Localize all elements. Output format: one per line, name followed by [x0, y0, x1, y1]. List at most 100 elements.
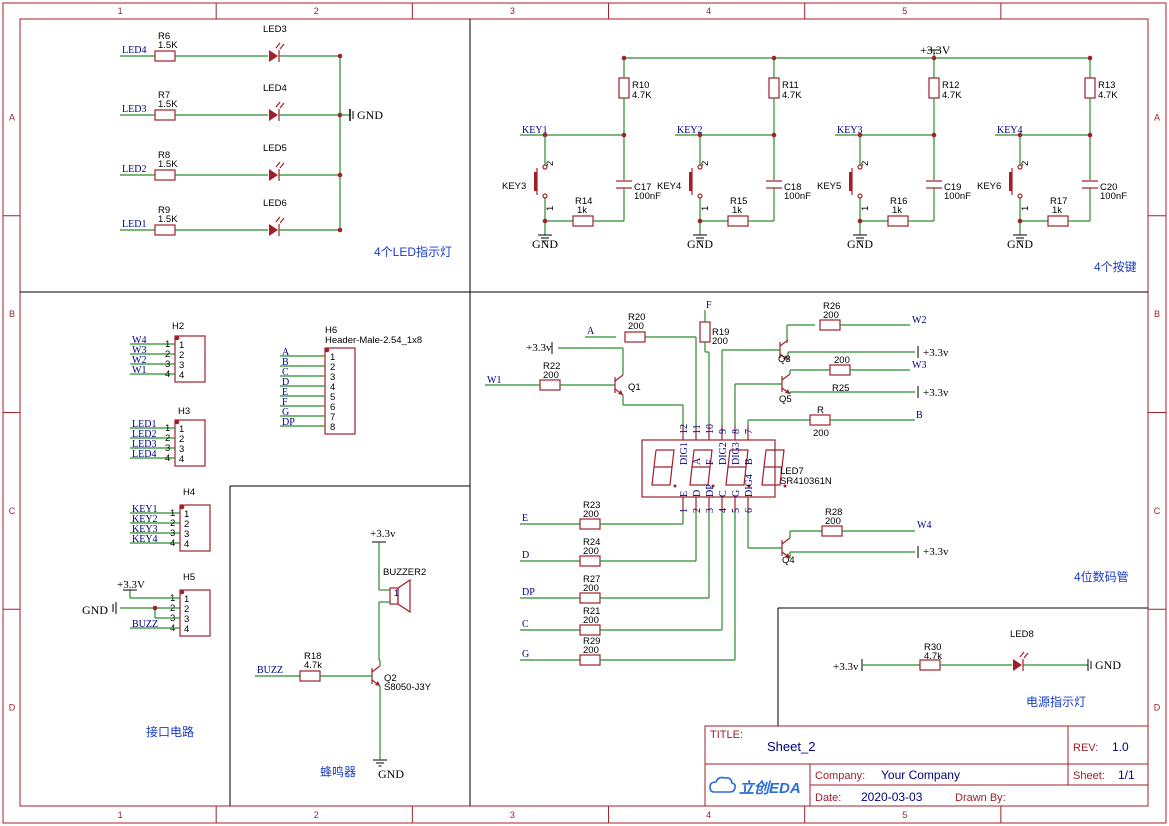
header-pin-number: 3: [170, 528, 175, 539]
buzzer-resistor: [299, 670, 321, 682]
display-bot-pin: 4: [718, 508, 729, 513]
header-pin-label: 6: [330, 402, 335, 413]
switch-pin-2: 2: [860, 161, 871, 166]
series-resistor-name: R14: [575, 196, 592, 207]
row-label-left: B: [9, 309, 15, 319]
switch-name: KEY3: [502, 181, 526, 192]
buzzer-name: BUZZER2: [383, 567, 426, 578]
buzzer-horn-icon: [397, 578, 411, 614]
capacitor-value: 100nF: [944, 191, 971, 202]
gnd-symbol: [373, 759, 387, 767]
segment-resistor-name: R27: [583, 574, 600, 585]
h6-net-label: C: [282, 367, 289, 378]
power-led-name: LED8: [1010, 629, 1034, 640]
section-dividers: [20, 19, 1148, 806]
r20-value: 200: [628, 321, 644, 332]
series-resistor-value: 1k: [892, 205, 902, 216]
q4-transistor: [781, 537, 791, 559]
key-vcc-label: +3.3V: [920, 43, 951, 57]
r26-value: 200: [823, 310, 839, 321]
header-net-label: LED2: [132, 429, 156, 440]
switch-pin-2: 2: [1020, 161, 1031, 166]
header-net-label: W3: [132, 345, 146, 356]
rb-name: R: [817, 405, 824, 416]
led-resistor: [154, 224, 176, 236]
pullup-resistor: [1084, 77, 1096, 99]
segment-resistor: [579, 592, 601, 604]
key-gnd-label: GND: [1007, 237, 1033, 251]
segment-resistor-name: R21: [583, 606, 600, 617]
seven-seg-digit: [689, 449, 715, 488]
led-name: LED5: [263, 143, 287, 154]
segment-resistor-value: 200: [583, 546, 599, 557]
pullup-resistor-value: 4.7K: [632, 90, 652, 101]
r19-resistor: [699, 321, 711, 343]
header-net-label: W4: [132, 335, 146, 346]
cloud-logo-icon: 立创EDA: [709, 776, 801, 797]
capacitor-name: C18: [784, 182, 801, 193]
pullup-resistor-value: 4.7K: [782, 90, 802, 101]
column-label-top: 2: [314, 6, 319, 16]
header-h6-name: H6: [325, 325, 337, 336]
section-power-led-caption: 电源指示灯: [1026, 694, 1086, 709]
q3-vcc-label: +3.3v: [923, 347, 949, 359]
row-label-right: C: [1154, 506, 1161, 516]
header-net-label: LED4: [132, 449, 156, 460]
r19-net-label: F: [706, 300, 712, 311]
r22-net-label: W1: [487, 375, 501, 386]
buzzer-gnd-label: GND: [378, 767, 404, 781]
power-resistor-name: R30: [924, 642, 941, 653]
segment-resistor-name: R24: [583, 537, 600, 548]
r20-resistor: [624, 331, 646, 343]
title-label: TITLE:: [710, 729, 743, 741]
switch-pin-1: 1: [860, 206, 871, 211]
header-pin-label: 3: [184, 529, 189, 540]
column-label-bottom: 1: [118, 810, 123, 820]
header-net-label: LED1: [132, 419, 156, 430]
gnd-symbol: [1013, 234, 1027, 242]
buzzer-resistor-name: R18: [304, 651, 321, 662]
display-top-pin: 7: [744, 429, 755, 434]
segment-resistor-name: R29: [583, 636, 600, 647]
pullup-resistor: [928, 77, 940, 99]
section-display-caption: 4位数码管: [1074, 569, 1129, 584]
q3-name: Q3: [778, 354, 791, 365]
buzzer-net-label: BUZZ: [257, 665, 283, 676]
power-resistor-value: 4.7k: [924, 651, 942, 662]
junction-dot: [771, 132, 777, 138]
junction-dot: [931, 55, 937, 61]
led-resistor-name: R9: [158, 205, 170, 216]
q5-vcc-label: +3.3v: [923, 387, 949, 399]
series-resistor-value: 1k: [1052, 205, 1062, 216]
row-label-left: D: [9, 703, 16, 713]
buzzer-vcc-label: +3.3v: [370, 528, 396, 540]
h5-vcc-label: +3.3V: [117, 579, 145, 591]
led-name: LED3: [263, 24, 287, 35]
header-pin-number: 1: [165, 423, 170, 434]
led-name: LED4: [263, 83, 287, 94]
led-diode: [269, 216, 285, 236]
pullup-resistor-name: R13: [1098, 80, 1115, 91]
header-pin-label: 1: [184, 509, 189, 520]
key-net-label: KEY4: [997, 125, 1023, 136]
key-gnd-label: GND: [532, 237, 558, 251]
seven-seg-digit: [651, 449, 677, 488]
section-keys-caption: 4个按键: [1094, 260, 1137, 274]
header-body: [174, 419, 206, 467]
seven-seg-digit: [761, 449, 787, 488]
header-pin-number: 4: [165, 369, 170, 380]
header-h2-name: H2: [172, 321, 184, 332]
q4-vcc-label: +3.3v: [923, 546, 949, 558]
led-diode: [269, 161, 285, 181]
switch-name: KEY5: [817, 181, 841, 192]
segment-resistor: [579, 518, 601, 530]
r22-name: R22: [543, 361, 560, 372]
header-net-label: KEY1: [132, 504, 158, 515]
display-top-pin: 9: [718, 429, 729, 434]
q1-transistor: [614, 374, 624, 396]
header-h3-name: H3: [178, 406, 190, 417]
